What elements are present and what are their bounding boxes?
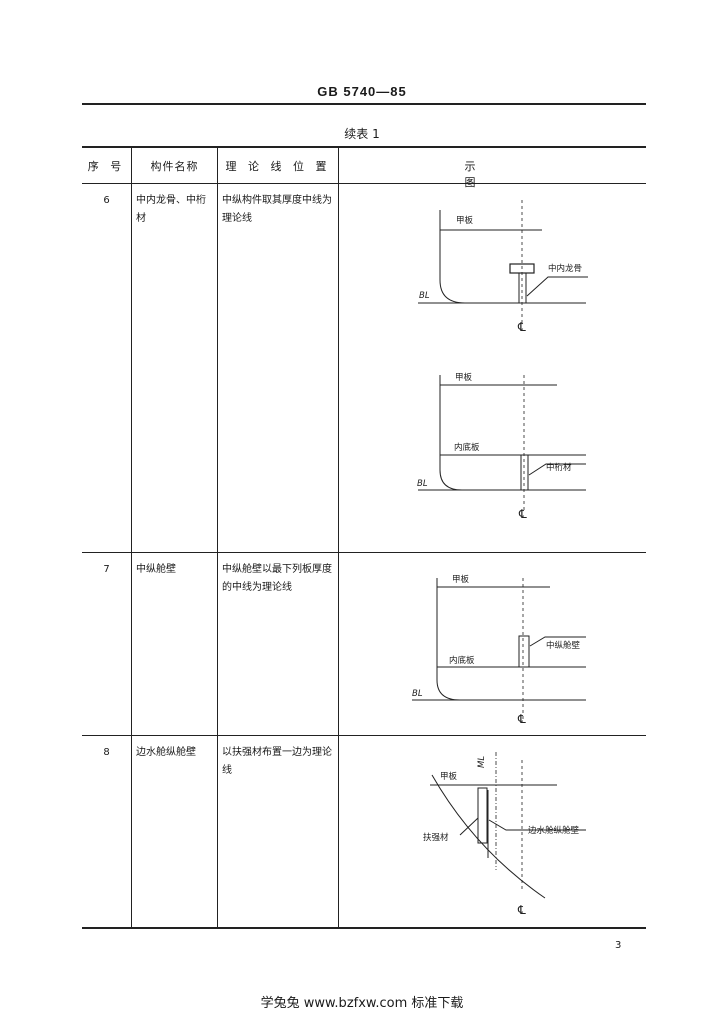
theoretical-line-position: 中纵构件取其厚度中线为理论线	[222, 195, 332, 224]
inner-bottom-label: 内底板	[449, 655, 475, 666]
footer-watermark: 学兔兔 www.bzfxw.com 标准下载	[260, 996, 464, 1011]
baseline-label: BL	[419, 291, 430, 301]
centerline-symbol: ℄	[517, 320, 526, 334]
column-divider	[217, 147, 218, 928]
member-label: 边水舱纵舱壁	[528, 825, 580, 836]
component-name: 中纵舱壁	[136, 564, 176, 575]
centerline-symbol: ℄	[518, 507, 527, 521]
page-number: 3	[615, 940, 622, 951]
centerline-symbol: ℄	[517, 903, 526, 917]
stiffener-label: 扶强材	[423, 832, 449, 843]
column-header-position: 理 论 线 位 置	[225, 160, 331, 173]
diagram-center-keelson	[418, 200, 588, 325]
row-number: 6	[103, 195, 110, 206]
column-header-name: 构件名称	[150, 160, 199, 173]
baseline-label: BL	[412, 689, 423, 699]
member-label: 中内龙骨	[548, 263, 582, 274]
theoretical-line-position: 以扶强材布置一边为理论线	[222, 747, 332, 776]
ml-label: ML	[477, 756, 487, 768]
diagram-center-bulkhead	[412, 578, 586, 723]
inner-bottom-label: 内底板	[454, 442, 480, 453]
table-caption: 续表 1	[344, 127, 380, 141]
deck-label: 甲板	[452, 574, 470, 585]
table-top-rule	[82, 146, 646, 148]
row-divider	[82, 735, 646, 736]
member-label: 中纵舱壁	[546, 640, 581, 651]
column-header-no: 序 号	[87, 160, 126, 173]
row-number: 7	[103, 564, 110, 575]
table-bottom-rule	[82, 927, 646, 929]
deck-label: 甲板	[440, 771, 458, 782]
theoretical-line-position: 中纵舱壁以最下列板厚度的中线为理论线	[222, 564, 332, 593]
column-header-diagram: 示 图	[464, 160, 566, 189]
baseline-label: BL	[417, 479, 428, 489]
centerline-symbol: ℄	[517, 712, 526, 726]
header-rule	[82, 103, 646, 105]
column-divider	[131, 147, 132, 928]
row-divider	[82, 552, 646, 553]
standard-code: GB 5740—85	[317, 84, 407, 99]
diagram-center-girder	[418, 375, 586, 512]
deck-label: 甲板	[456, 215, 474, 226]
component-name: 边水舱纵舱壁	[136, 747, 196, 758]
table-header-rule	[82, 183, 646, 184]
member-label: 中桁材	[546, 462, 572, 473]
diagram-wing-tank-bulkhead	[430, 752, 586, 899]
column-divider	[338, 147, 339, 928]
component-name: 中内龙骨、中桁材	[136, 195, 206, 224]
row-number: 8	[103, 747, 110, 758]
deck-label: 甲板	[455, 372, 473, 383]
